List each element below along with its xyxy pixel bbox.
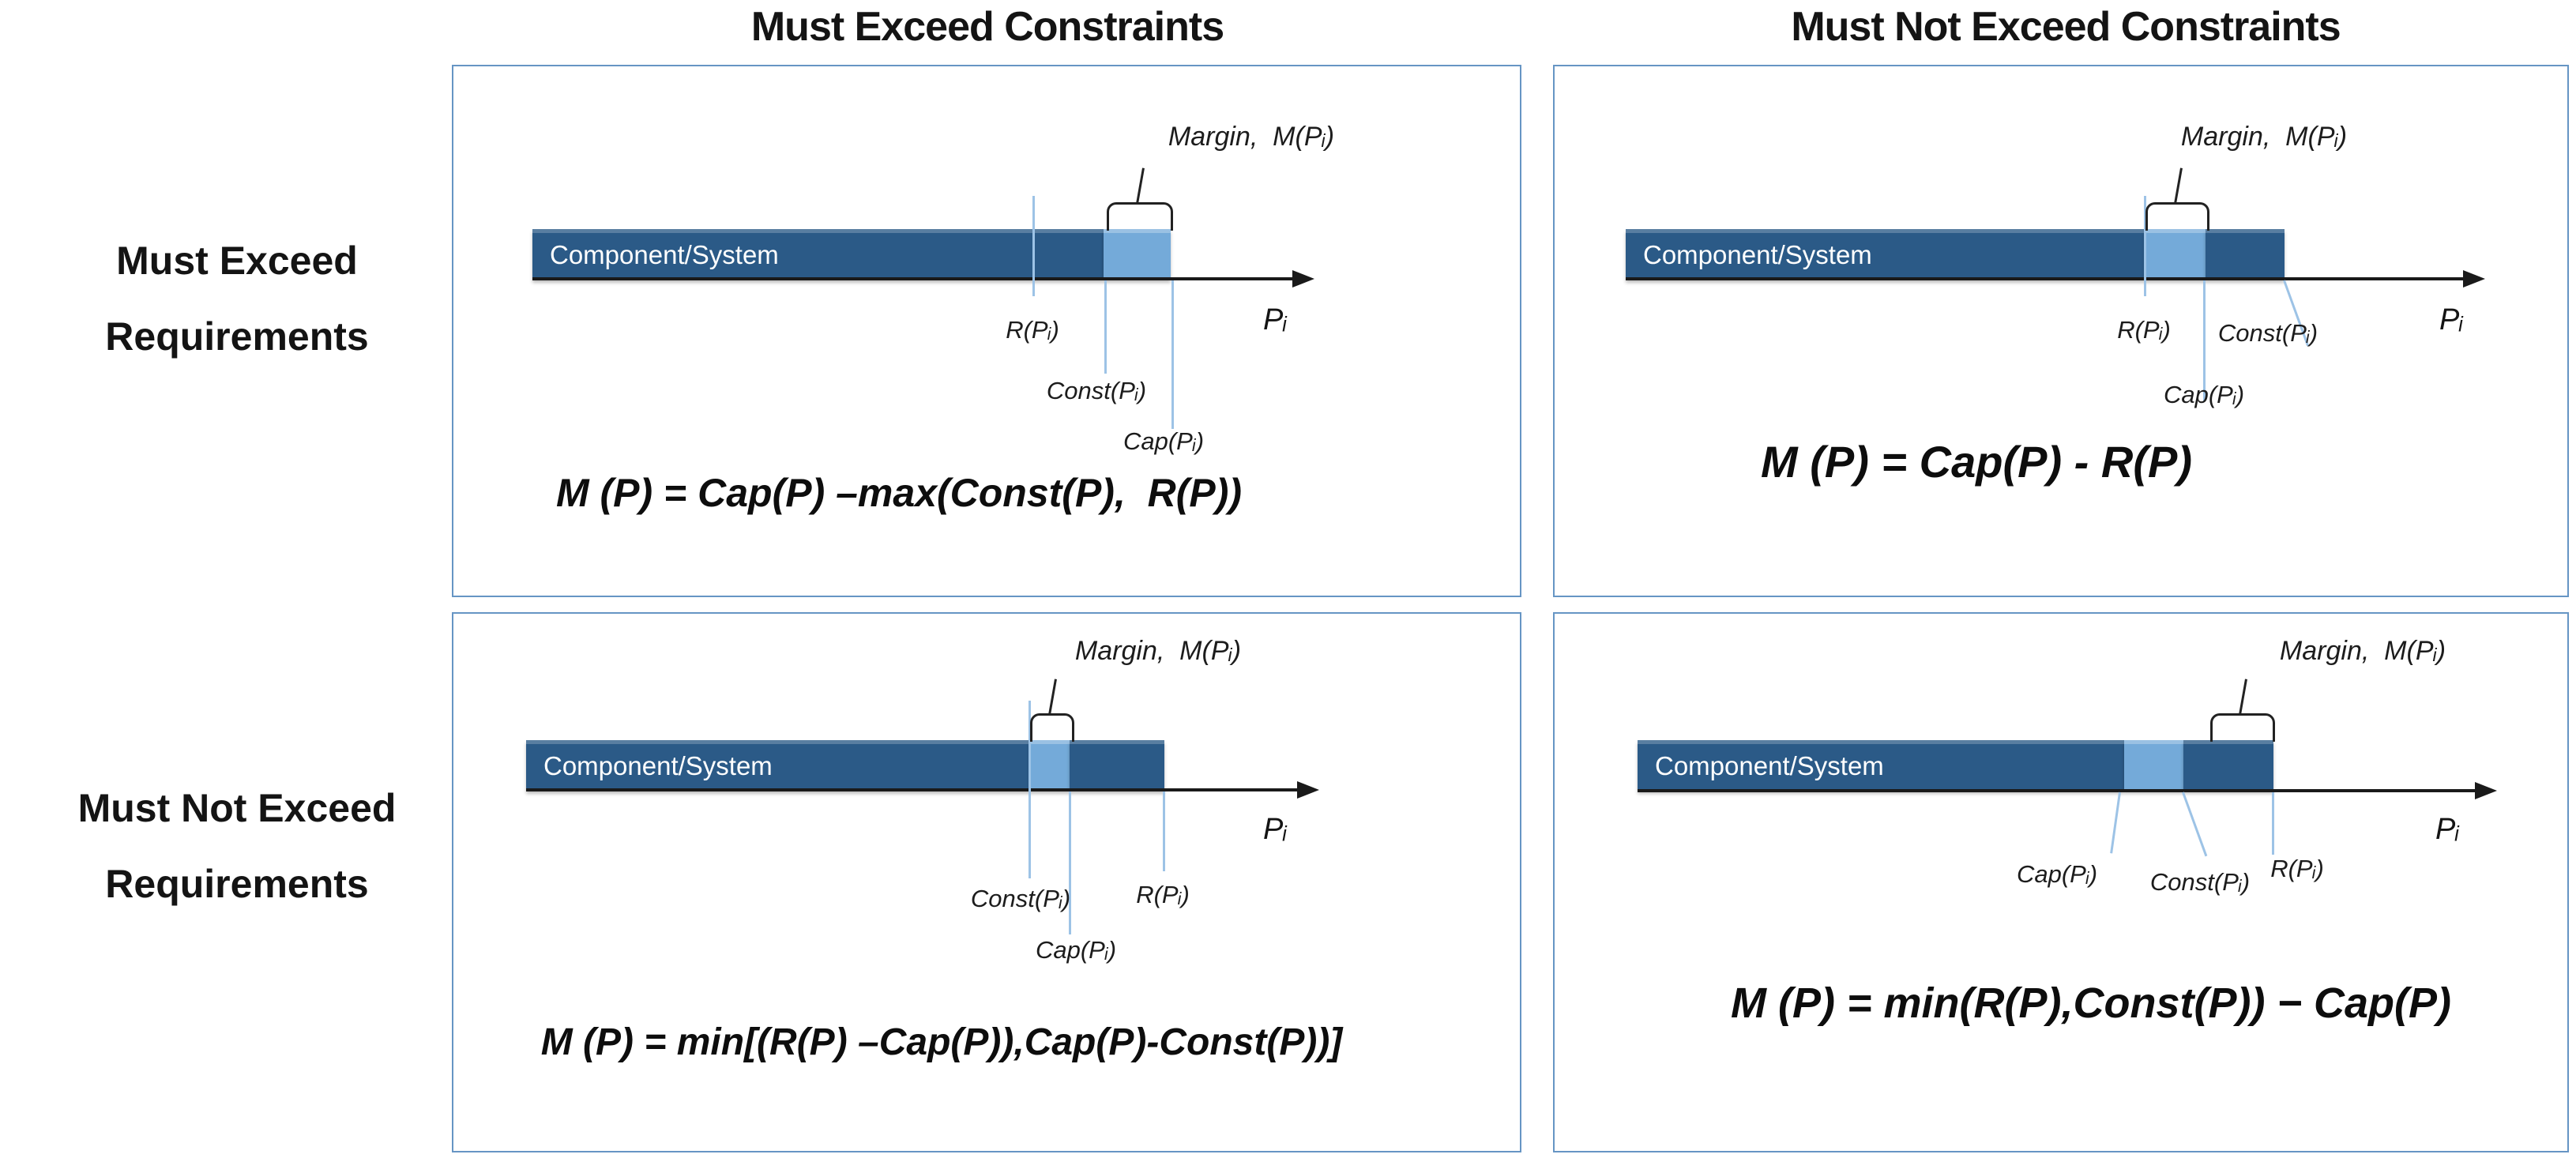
axis-arrow-icon xyxy=(2463,270,2485,288)
margin-brace-stem xyxy=(1048,679,1057,716)
margin-bar-light-segment xyxy=(2124,740,2183,791)
capability-leader-line xyxy=(1171,280,1174,429)
requirement-leader-line xyxy=(2144,196,2146,296)
margin-brace-stem xyxy=(1136,167,1145,205)
component-bar-dark-segment xyxy=(526,740,1030,791)
component-system-label: Component/System xyxy=(1655,751,1884,780)
parameter-axis xyxy=(526,788,1297,791)
requirement-label: R(Pᵢ) xyxy=(1136,881,1190,908)
constraint-label: Const(Pᵢ) xyxy=(970,885,1071,912)
margin-formula: M (P) = min[(R(P) –Cap(P)),Cap(P)-Const(… xyxy=(540,1021,1343,1063)
margin-label: Margin, M(Pᵢ) xyxy=(1168,122,1335,152)
capability-leader-line xyxy=(2203,280,2206,401)
row-header-must-exceed-requirements: Must Exceed Requirements xyxy=(105,239,369,359)
margin-bar-light-segment xyxy=(1030,740,1070,791)
quadrant-must-not-exceed-req-must-not-exceed-constraints: Margin, M(Pᵢ) Component/System Pᵢ Cap(Pᵢ… xyxy=(1553,612,2569,1152)
parameter-axis xyxy=(1638,789,2475,792)
column-title-must-exceed-constraints: Must Exceed Constraints xyxy=(750,4,1224,50)
column-title-must-not-exceed-constraints: Must Not Exceed Constraints xyxy=(1791,4,2341,50)
margin-bar-light-segment xyxy=(1104,229,1171,280)
capability-leader-line xyxy=(2110,791,2121,854)
constraint-leader-line xyxy=(1104,280,1107,374)
component-bar-dark-segment xyxy=(1638,740,2124,791)
requirement-leader-line xyxy=(1032,196,1035,296)
axis-arrow-icon xyxy=(2475,782,2497,799)
axis-arrow-icon xyxy=(1292,270,1314,288)
constraint-leader-line xyxy=(1029,701,1031,878)
constraint-leader-line xyxy=(2182,791,2208,857)
margin-bar-light-segment xyxy=(2145,229,2206,280)
component-bar-dark-segment xyxy=(532,229,1104,280)
requirement-label: R(Pᵢ) xyxy=(2117,316,2171,344)
margin-formula: M (P) = min(R(P),Const(P)) − Cap(P) xyxy=(1731,979,2451,1027)
margin-formula: M (P) = Cap(P) - R(P) xyxy=(1761,437,2192,487)
component-system-label: Component/System xyxy=(550,240,779,269)
constraint-label: Const(Pᵢ) xyxy=(2149,868,2251,896)
component-bar-dark-segment-end xyxy=(2206,229,2285,280)
axis-parameter-label: Pᵢ xyxy=(1262,813,1288,846)
constraint-label: Const(Pᵢ) xyxy=(2217,319,2318,347)
margin-brace xyxy=(2145,202,2209,231)
axis-parameter-label: Pᵢ xyxy=(2435,813,2460,846)
margin-brace xyxy=(1030,713,1074,742)
requirement-label: R(Pᵢ) xyxy=(1006,316,1059,344)
requirement-leader-line xyxy=(2272,792,2274,855)
quadrant-must-exceed-req-must-not-exceed-constraints: Margin, M(Pᵢ) Component/System Pᵢ R(Pᵢ) … xyxy=(1553,65,2569,597)
margin-label: Margin, M(Pᵢ) xyxy=(2279,636,2446,666)
axis-parameter-label: Pᵢ xyxy=(1262,303,1288,336)
row-header-must-not-exceed-requirements: Must Not Exceed Requirements xyxy=(77,786,397,906)
component-system-label: Component/System xyxy=(1643,240,1872,269)
parameter-axis xyxy=(1626,277,2463,280)
component-system-label: Component/System xyxy=(543,751,773,780)
requirement-label: R(Pᵢ) xyxy=(2270,855,2324,882)
capability-label: Cap(Pᵢ) xyxy=(2163,381,2245,408)
requirement-leader-line xyxy=(1163,791,1165,871)
margin-brace-stem xyxy=(2174,167,2183,205)
constraint-label: Const(Pᵢ) xyxy=(1046,377,1147,404)
capability-label: Cap(Pᵢ) xyxy=(2016,860,2098,888)
parameter-axis xyxy=(532,277,1292,280)
margin-brace-stem xyxy=(2239,679,2247,716)
quadrant-must-not-exceed-req-must-exceed-constraints: Margin, M(Pᵢ) Component/System Pᵢ Const(… xyxy=(452,612,1521,1152)
capability-label: Cap(Pᵢ) xyxy=(1035,936,1117,964)
capability-label: Cap(Pᵢ) xyxy=(1123,427,1205,455)
axis-parameter-label: Pᵢ xyxy=(2439,303,2464,336)
axis-arrow-icon xyxy=(1297,781,1319,799)
component-bar-dark-segment-end xyxy=(2183,740,2273,791)
margin-brace xyxy=(1107,202,1173,231)
margin-label: Margin, M(Pᵢ) xyxy=(1074,636,1242,666)
margin-formula: M (P) = Cap(P) –max(Const(P), R(P)) xyxy=(555,471,1243,515)
component-bar-dark-segment xyxy=(1626,229,2145,280)
component-bar-dark-segment-end xyxy=(1070,740,1164,791)
margin-label: Margin, M(Pᵢ) xyxy=(2180,122,2348,152)
quadrant-must-exceed-req-must-exceed-constraints: Margin, M(Pᵢ) Component/System Pᵢ R(Pᵢ) … xyxy=(452,65,1521,597)
margin-brace xyxy=(2210,713,2275,742)
capability-leader-line xyxy=(1069,791,1071,934)
